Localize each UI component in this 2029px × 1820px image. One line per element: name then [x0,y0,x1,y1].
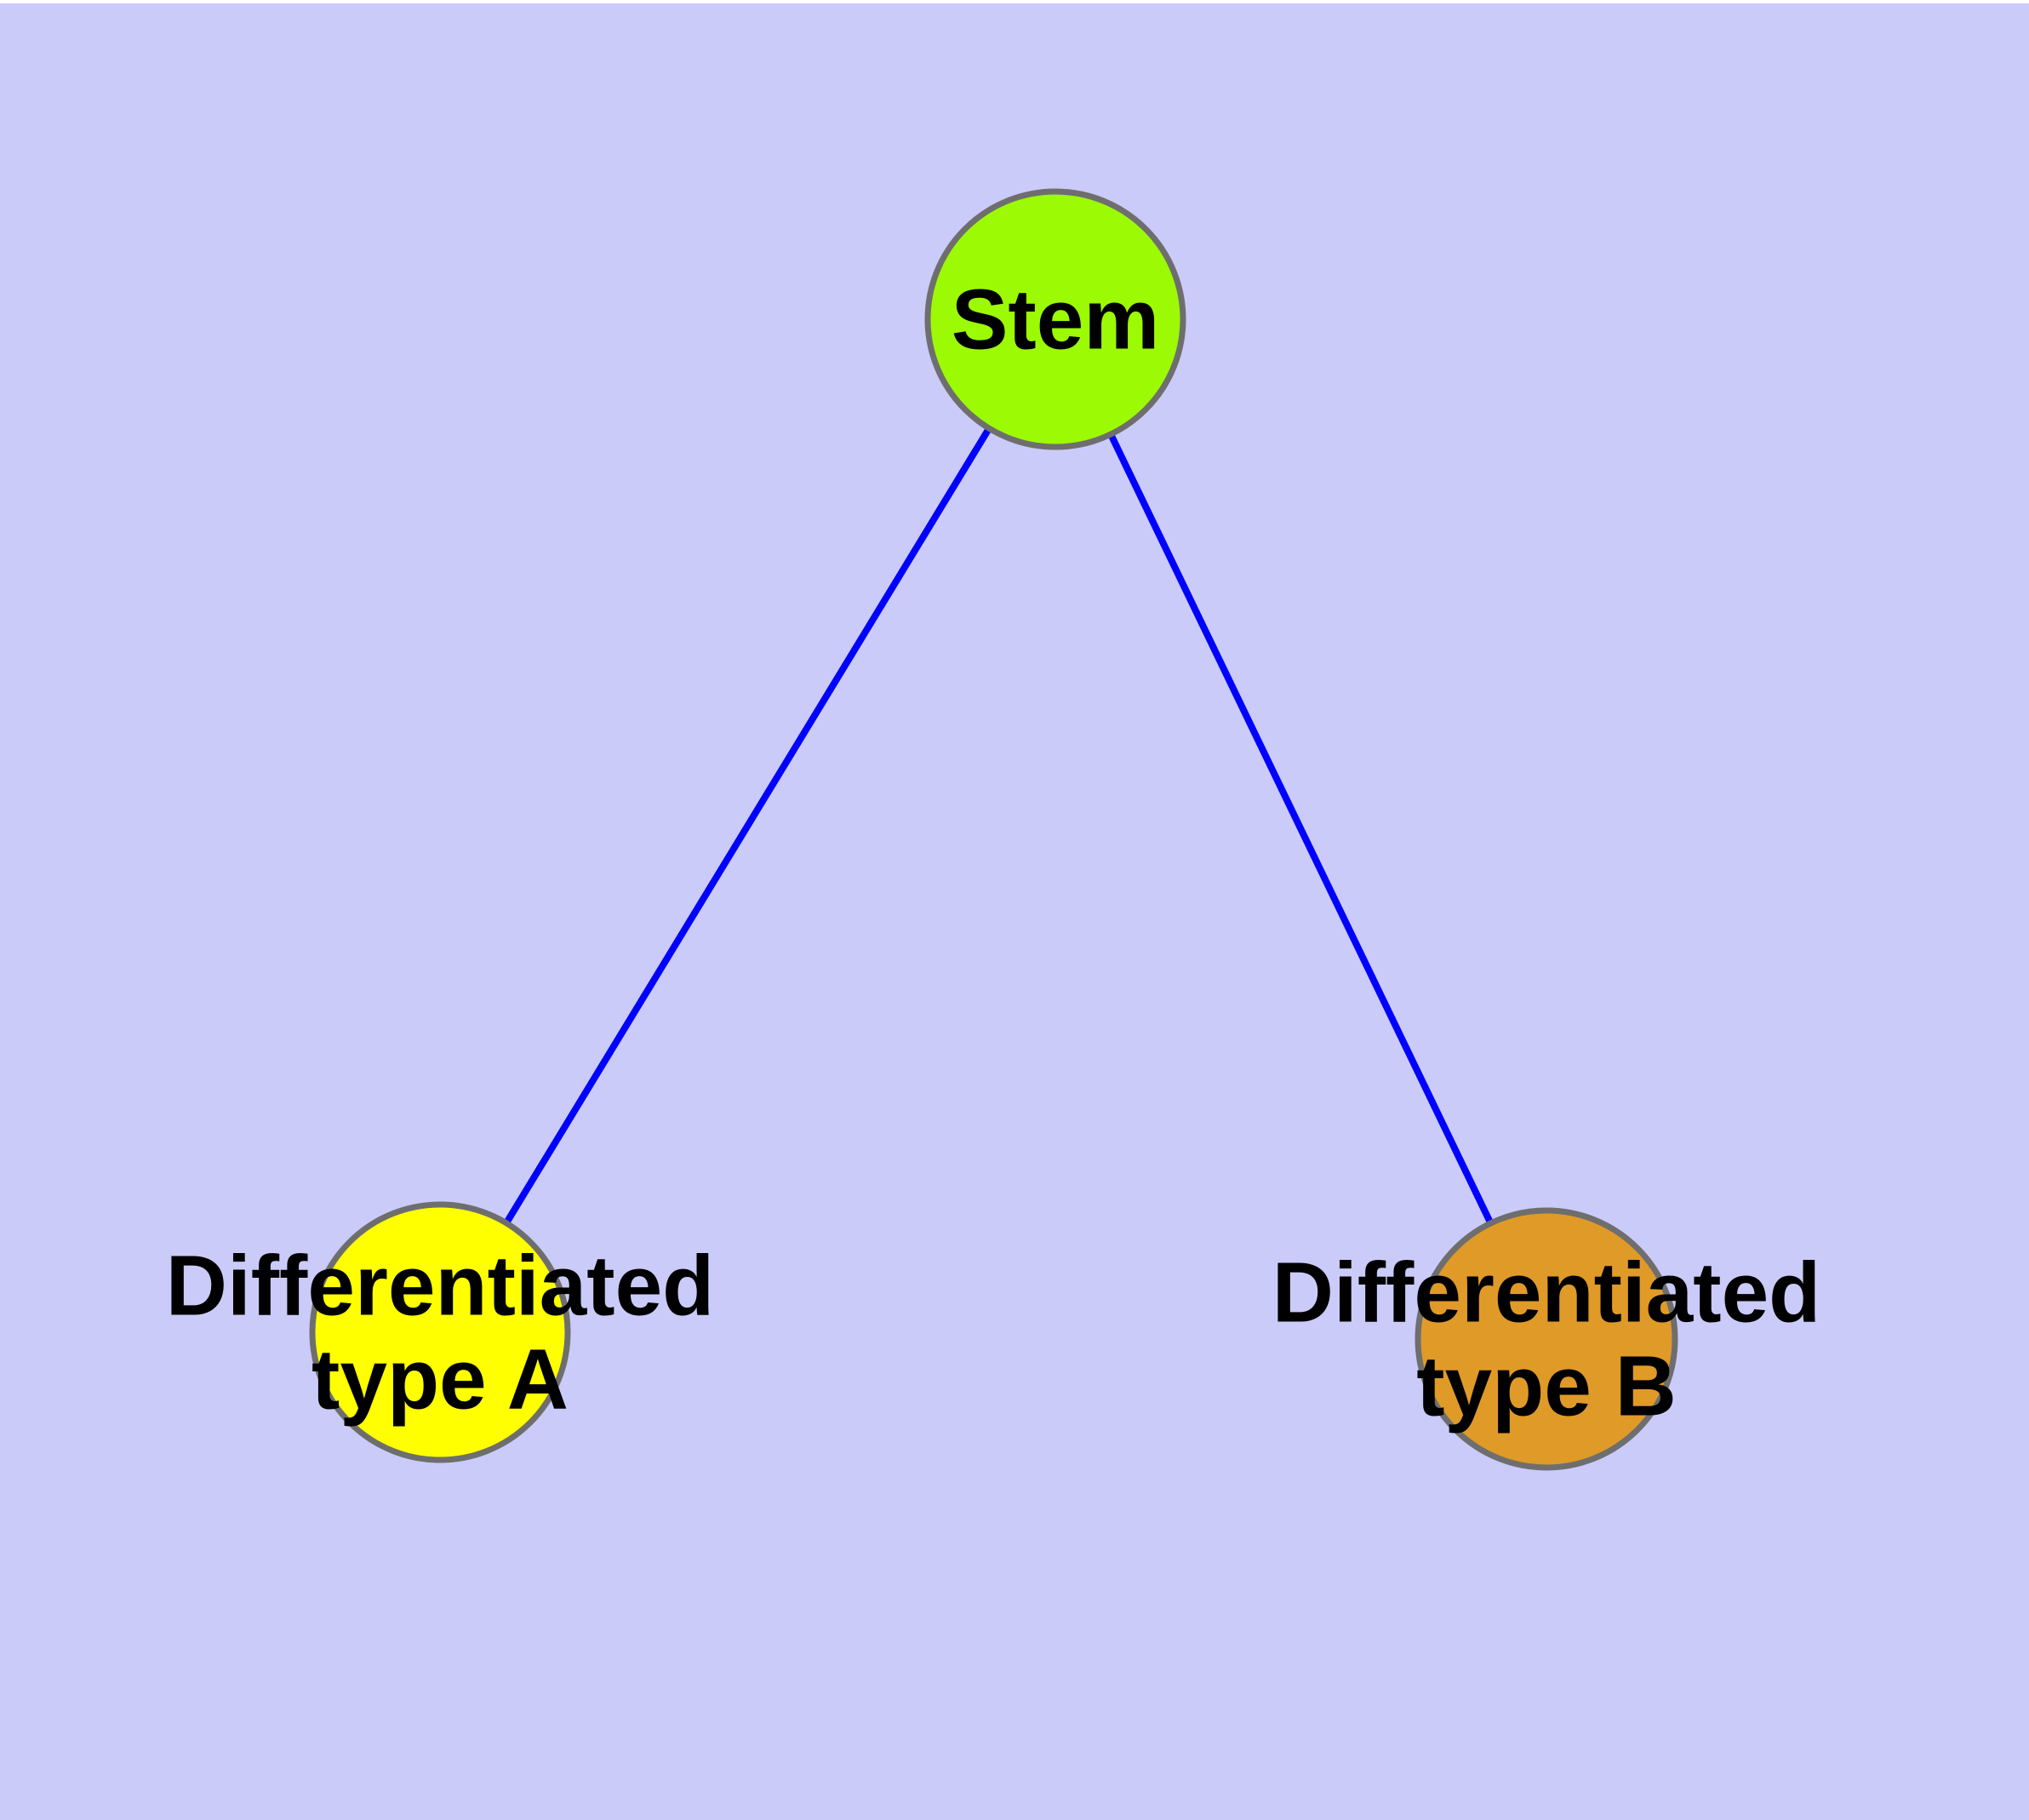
graph-node-label-line: type B [1416,1339,1677,1434]
graph-edge-stem-to-diff-a[interactable] [437,317,1059,1335]
graph-node-label-line: Stem [952,272,1160,368]
graph-node-label-stem: Stem [952,272,1160,368]
graph-node-diff-b[interactable] [1415,1207,1678,1471]
graph-node-diff-a[interactable] [309,1201,571,1463]
edges-layer [437,317,1550,1341]
nodes-layer [309,188,1678,1471]
graph-node-label-line: type A [311,1332,569,1428]
graph-node-label-line: Differentiated [166,1239,715,1334]
graph-node-stem[interactable] [924,188,1186,450]
graph-node-label-line: Differentiated [1272,1245,1821,1341]
graph-edge-stem-to-diff-b[interactable] [1052,318,1550,1341]
